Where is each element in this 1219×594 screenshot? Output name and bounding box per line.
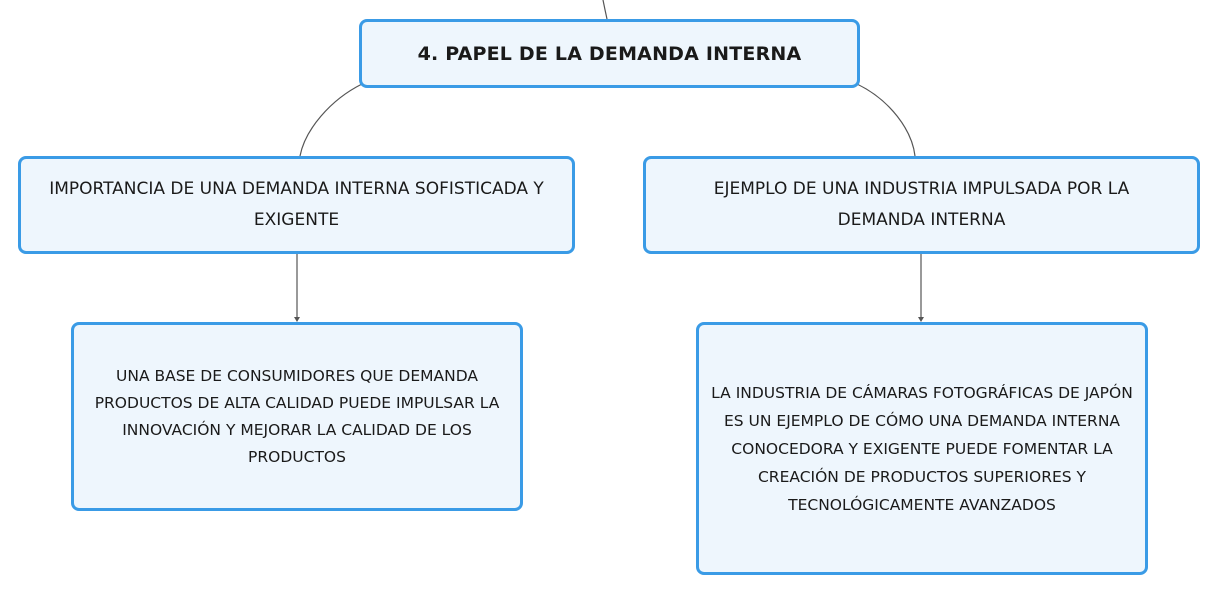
leaf-node-importance-text: UNA BASE DE CONSUMIDORES QUE DEMANDA PRO… — [94, 366, 500, 466]
leaf-node-example-text: LA INDUSTRIA DE CÁMARAS FOTOGRÁFICAS DE … — [711, 383, 1133, 514]
connector-root-to-right — [856, 83, 916, 157]
branch-node-importance[interactable]: IMPORTANCIA DE UNA DEMANDA INTERNA SOFIS… — [18, 156, 575, 254]
connector-parent-to-root — [602, 0, 608, 20]
branch-node-example[interactable]: EJEMPLO DE UNA INDUSTRIA IMPULSADA POR L… — [643, 156, 1200, 254]
branch-node-importance-title: IMPORTANCIA DE UNA DEMANDA INTERNA SOFIS… — [49, 179, 544, 230]
branch-node-example-title: EJEMPLO DE UNA INDUSTRIA IMPULSADA POR L… — [713, 179, 1130, 230]
connector-root-to-left — [299, 83, 363, 157]
leaf-node-importance-detail[interactable]: UNA BASE DE CONSUMIDORES QUE DEMANDA PRO… — [71, 322, 523, 511]
root-node-title: 4. PAPEL DE LA DEMANDA INTERNA — [417, 42, 802, 65]
leaf-node-example-detail[interactable]: LA INDUSTRIA DE CÁMARAS FOTOGRÁFICAS DE … — [696, 322, 1148, 575]
root-node[interactable]: 4. PAPEL DE LA DEMANDA INTERNA — [359, 19, 860, 88]
